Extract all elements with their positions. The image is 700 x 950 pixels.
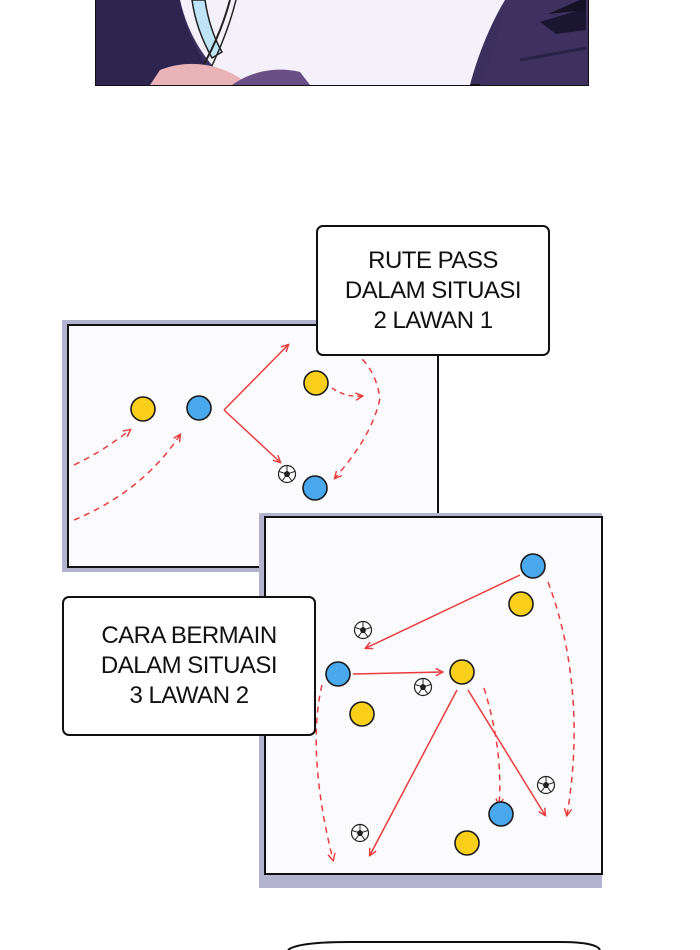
caption-line: CARA BERMAIN [101,622,277,649]
caption-line: DALAM SITUASI [344,276,522,304]
blue-player-token [186,395,212,421]
caption-line: RUTE PASS [368,246,498,274]
pass-routes-2v1 [73,345,381,521]
next-panel-edge [287,941,601,950]
soccer-ball-icon [536,775,556,795]
blue-player-token [488,801,514,827]
blue-player-token [302,475,328,501]
soccer-ball-icon [353,620,373,640]
caption-line: DALAM SITUASI [100,652,278,679]
yellow-player-token [303,370,329,396]
soccer-ball-icon [413,677,433,697]
blue-player-token [325,661,351,687]
top-comic-panel [95,0,589,86]
soccer-ball-icon [277,464,297,484]
yellow-player-token [449,659,475,685]
caption-box-2v1: RUTE PASS DALAM SITUASI 2 LAWAN 1 [316,225,550,356]
caption-line: 2 LAWAN 1 [373,306,493,334]
caption-box-3v2: CARA BERMAIN DALAM SITUASI 3 LAWAN 2 [62,596,316,736]
blue-player-token [520,553,546,579]
yellow-player-token [130,396,156,422]
caption-line: 3 LAWAN 2 [129,682,249,709]
yellow-player-token [454,830,480,856]
pass-routes-3v2 [315,574,575,860]
tactic-board-3v2 [259,513,603,888]
yellow-player-token [349,701,375,727]
yellow-player-token [508,591,534,617]
soccer-ball-icon [350,823,370,843]
